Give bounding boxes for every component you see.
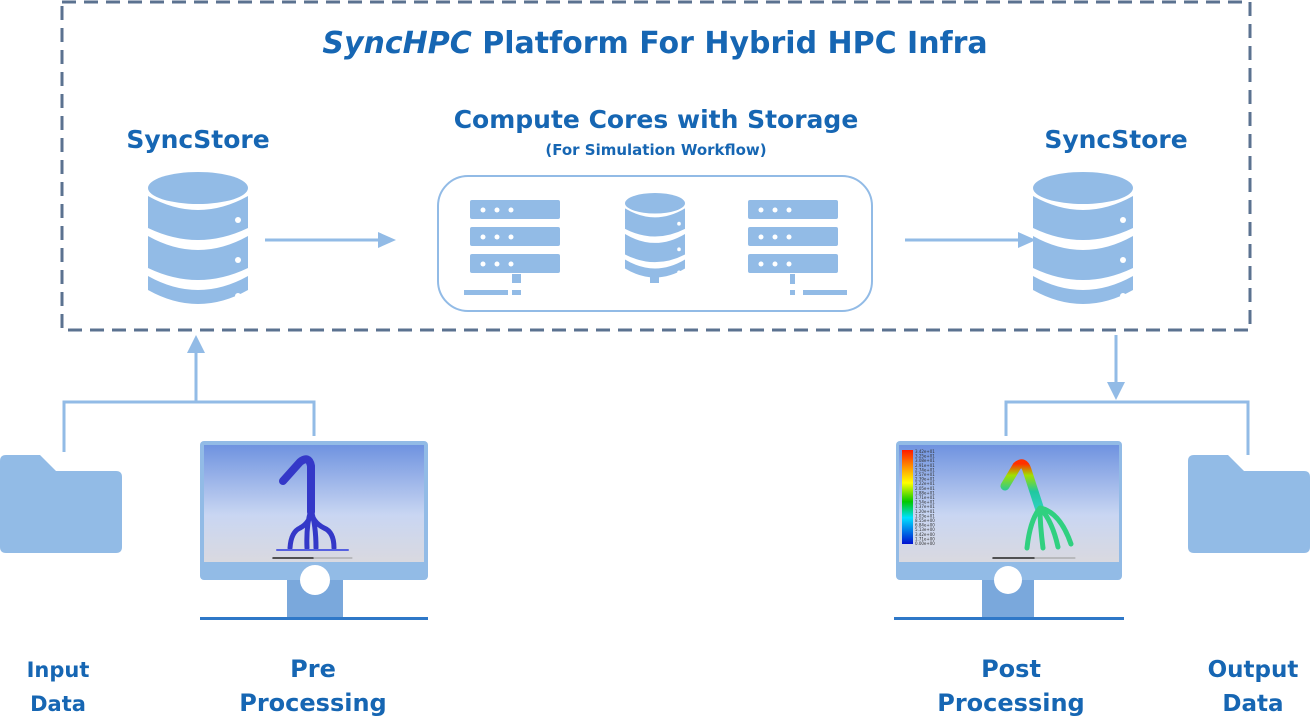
velocity-contour-model	[992, 459, 1076, 559]
platform-title: SyncHPC Platform For Hybrid HPC Infra	[322, 26, 987, 61]
colorbar-label: 2.91e+01	[915, 463, 935, 468]
colorbar	[902, 450, 913, 544]
output-folder-icon	[1188, 455, 1310, 553]
post-processing-monitor-icon: 3.42e+013.25e+013.08e+012.91e+012.74e+01…	[894, 441, 1124, 620]
colorbar-label: 6.84e+00	[915, 523, 935, 528]
right-database-icon	[1033, 172, 1133, 304]
input-label-line2: Data	[30, 692, 86, 716]
center-database-icon	[625, 193, 685, 283]
post-label-line2: Processing	[937, 689, 1084, 717]
title-rest: Platform For Hybrid HPC Infra	[472, 26, 988, 61]
output-label-line2: Data	[1222, 691, 1283, 717]
pipe-model	[272, 455, 353, 559]
colorbar-label: 1.37e+01	[915, 504, 935, 509]
colorbar-label: 2.22e+01	[915, 481, 935, 486]
left-syncstore-label: SyncStore	[126, 125, 269, 154]
arrow-to-compute	[265, 232, 396, 248]
colorbar-label: 3.42e+00	[915, 532, 935, 537]
pre-label-line2: Processing	[239, 689, 386, 717]
pre-label-line1: Pre	[290, 655, 336, 683]
output-label-line1: Output	[1208, 657, 1299, 683]
colorbar-label: 1.20e+01	[915, 509, 935, 514]
compute-subtitle: (For Simulation Workflow)	[545, 141, 766, 159]
colorbar-label: 2.39e+01	[915, 477, 935, 482]
colorbar-label: 8.55e+00	[915, 518, 935, 523]
compute-title: Compute Cores with Storage	[454, 105, 859, 134]
colorbar-label: 1.54e+01	[915, 500, 935, 505]
colorbar-label: 5.13e+00	[915, 527, 935, 532]
pre-processing-monitor-icon	[200, 441, 428, 620]
brand-name: SyncHPC	[322, 26, 471, 61]
post-label-line1: Post	[981, 655, 1041, 683]
colorbar-label: 3.08e+01	[915, 458, 935, 463]
input-folder-icon	[0, 455, 122, 553]
output-connector	[1004, 335, 1250, 455]
colorbar-label: 2.05e+01	[915, 486, 935, 491]
left-database-icon	[148, 172, 248, 304]
colorbar-label: 1.71e+01	[915, 495, 935, 500]
colorbar-label: 1.88e+01	[915, 490, 935, 495]
colorbar-label: 3.25e+01	[915, 454, 935, 459]
compute-cores-box	[437, 175, 873, 312]
colorbar-label: 0.00e+00	[915, 541, 935, 546]
colorbar-label: 2.74e+01	[915, 467, 935, 472]
input-label-line1: Input	[27, 658, 90, 682]
colorbar-label: 2.57e+01	[915, 472, 935, 477]
colorbar-labels: 3.42e+013.25e+013.08e+012.91e+012.74e+01…	[915, 449, 935, 546]
input-connector	[62, 335, 316, 452]
right-syncstore-label: SyncStore	[1044, 125, 1187, 154]
platform-boundary	[60, 0, 1252, 332]
colorbar-label: 1.03e+01	[915, 513, 935, 518]
colorbar-label: 1.71e+00	[915, 536, 935, 541]
colorbar-label: 3.42e+01	[915, 449, 935, 454]
arrow-to-right-store	[905, 232, 1036, 248]
right-server-icon	[748, 200, 847, 295]
left-server-icon	[464, 200, 560, 295]
